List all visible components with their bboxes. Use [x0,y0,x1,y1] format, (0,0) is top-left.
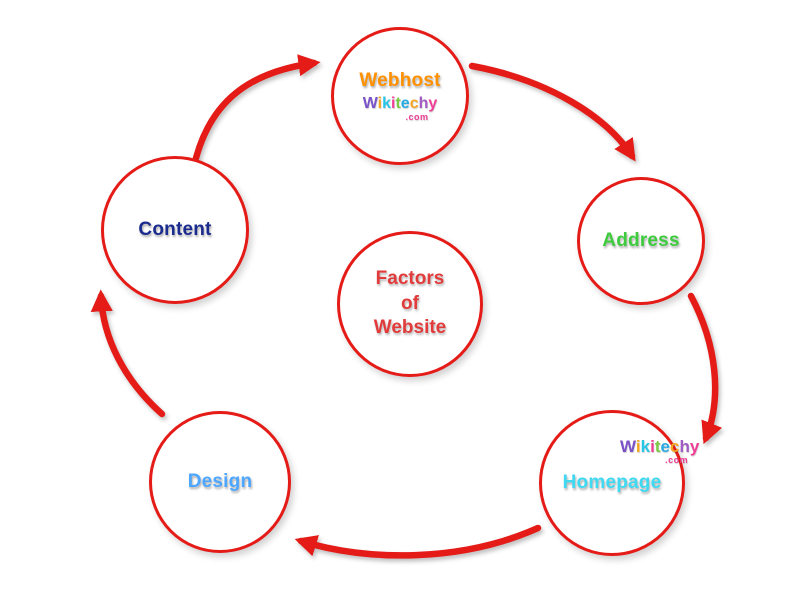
arrow-address-to-homepage [687,292,722,445]
arrow-content-to-webhost [192,54,321,162]
node-content-label: Content [138,219,212,240]
arrow-design-to-content [90,289,166,418]
node-content: Content [101,156,249,304]
arrow-webhost-to-address [468,62,636,162]
node-address: Address [577,177,705,305]
center-title-line2: of [401,292,419,314]
center-title: Factors of Website [374,267,447,341]
node-address-label: Address [602,230,680,251]
center-circle: Factors of Website [337,231,483,377]
arrow-homepage-to-design [294,524,542,559]
wikitechy-logo: Wikitechy.com [620,437,700,465]
node-homepage-label: Homepage [562,472,662,493]
center-title-line3: Website [373,317,447,339]
node-design: Design [149,411,291,553]
center-title-line1: Factors [375,267,445,289]
node-design-label: Design [187,471,253,492]
node-webhost: Webhost Wikitechy.com [331,27,469,165]
wikitechy-logo: Wikitechy.com [362,95,438,122]
node-webhost-label: Webhost [359,70,441,91]
node-homepage: Homepage [539,410,685,556]
